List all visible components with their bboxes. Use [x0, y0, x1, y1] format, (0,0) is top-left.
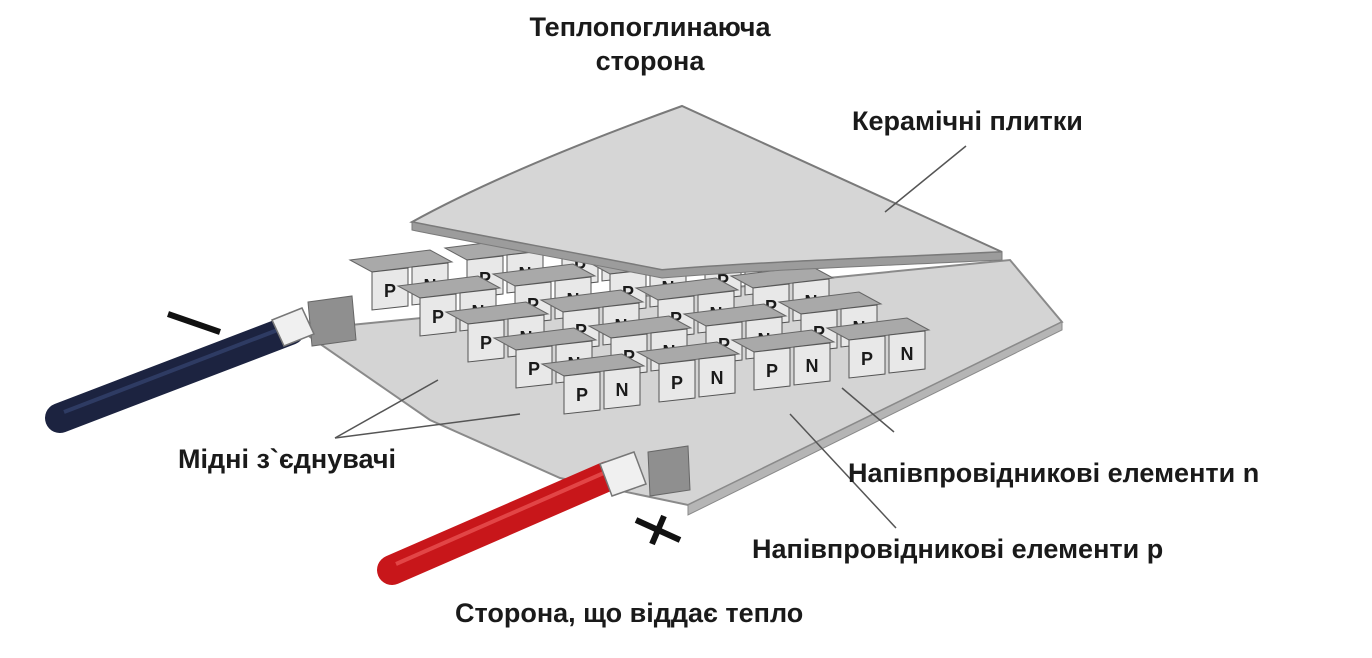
p-element-letter: P	[576, 385, 588, 405]
minus-sign	[167, 311, 221, 335]
block-top-face	[777, 291, 883, 315]
p-leg-face	[467, 319, 505, 363]
n-element-letter: N	[901, 344, 914, 364]
p-leg-face	[563, 371, 601, 415]
p-element-letter: P	[528, 359, 540, 379]
label-n-elements: Напівпровідникові елементи n	[848, 458, 1260, 488]
leader-n	[841, 387, 895, 433]
negative-wire	[45, 307, 316, 433]
block-top-face	[682, 303, 788, 327]
positive-terminal-pad	[647, 445, 691, 497]
label-heat-absorbing-line2: сторона	[595, 46, 705, 76]
p-leg-face	[419, 293, 457, 337]
plus-sign	[634, 514, 682, 546]
block-top-face	[634, 277, 740, 301]
n-leg-face	[603, 366, 641, 410]
p-leg-face	[848, 335, 886, 379]
block-top-face	[492, 327, 598, 351]
p-leg-face	[371, 267, 409, 311]
block-top-face	[635, 341, 741, 365]
block-top-face	[825, 317, 931, 341]
p-element-letter: P	[432, 307, 444, 327]
n-leg-face	[698, 354, 736, 398]
leader-p	[789, 413, 897, 529]
positive-wire-sleeve	[599, 451, 647, 497]
p-leg-face	[658, 359, 696, 403]
label-heat-absorbing-line1: Теплопоглинаюча	[529, 12, 771, 42]
p-element-letter: P	[671, 373, 683, 393]
block-top-face	[444, 301, 550, 325]
n-leg-face	[793, 342, 831, 386]
block-top-face	[396, 275, 502, 299]
block-top-face	[540, 353, 646, 377]
p-element-letter: P	[384, 281, 396, 301]
n-leg-face	[888, 330, 926, 374]
p-element-letter: P	[861, 349, 873, 369]
p-element-letter: P	[480, 333, 492, 353]
top-plate-underside	[411, 221, 1003, 279]
bottom-plate-edge	[687, 321, 1063, 516]
leader-copper-1	[334, 379, 439, 439]
label-ceramic-plates: Керамічні плитки	[852, 106, 1083, 136]
leader-copper-2	[334, 413, 521, 439]
block-top-face	[491, 263, 597, 287]
leader-ceramic	[884, 145, 967, 213]
block-top-face	[348, 249, 454, 273]
p-element-letter: P	[766, 361, 778, 381]
positive-wire	[377, 451, 647, 585]
label-heat-releasing-side: Сторона, що віддає тепло	[455, 598, 804, 628]
negative-wire-sleeve	[270, 307, 316, 347]
block-top-face	[730, 329, 836, 353]
n-element-letter: N	[616, 380, 629, 400]
n-element-letter: N	[806, 356, 819, 376]
label-copper-connectors: Мідні з`єднувачі	[178, 444, 396, 474]
p-leg-face	[515, 345, 553, 389]
negative-terminal-pad	[307, 295, 357, 347]
label-heat-absorbing-side: Теплопоглинаюча сторона	[440, 10, 860, 78]
label-p-elements: Напівпровідникові елементи p	[752, 534, 1164, 564]
n-element-letter: N	[711, 368, 724, 388]
p-leg-face	[753, 347, 791, 391]
block-top-face	[539, 289, 645, 313]
block-top-face	[587, 315, 693, 339]
